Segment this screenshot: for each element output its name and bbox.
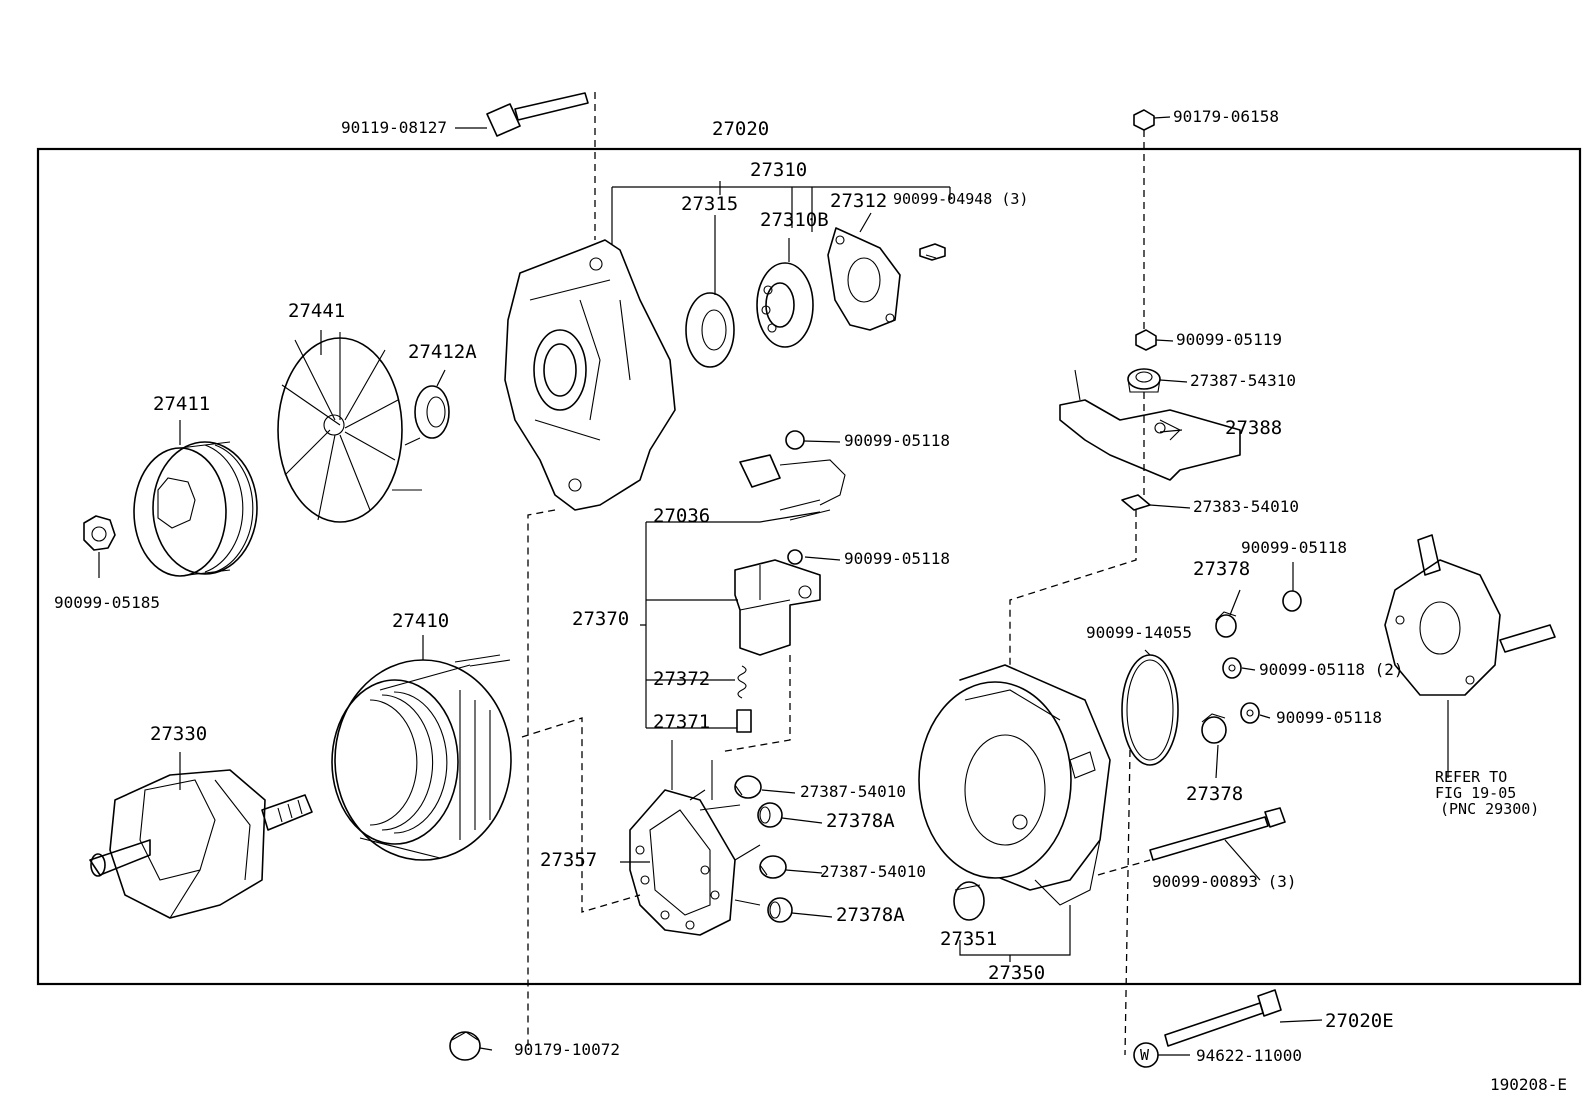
label-90099-05119: 90099-05119	[1176, 330, 1282, 349]
label-90179-10072: 90179-10072	[514, 1040, 620, 1059]
figure-code: 190208-E	[1490, 1075, 1567, 1094]
label-90099-04948: 90099-04948 (3)	[893, 190, 1028, 208]
pulley-nut-part	[83, 515, 116, 551]
label-27383-54010: 27383-54010	[1193, 497, 1299, 516]
vacuum-pump-part	[1384, 534, 1556, 696]
label-27351: 27351	[940, 928, 997, 950]
regulator-harness-part	[739, 430, 846, 521]
label-27036: 27036	[653, 505, 710, 527]
guide-line-regulator	[719, 655, 791, 753]
o-ring-part	[1121, 654, 1179, 766]
label-90099-05118-d: 90099-05118 (2)	[1259, 660, 1404, 679]
nut-05118-part-b	[1222, 657, 1242, 679]
cover-bushing-part	[1127, 368, 1161, 393]
top-nut-part	[1133, 109, 1155, 131]
label-27315: 27315	[681, 193, 738, 215]
label-27357: 27357	[540, 849, 597, 871]
label-90099-05185: 90099-05185	[54, 593, 160, 612]
label-27310B: 27310B	[760, 209, 829, 231]
label-90179-06158: 90179-06158	[1173, 107, 1279, 126]
assembly-frame	[36, 147, 1582, 986]
guide-line-stator	[521, 717, 641, 913]
bottom-nut-part	[449, 1031, 481, 1061]
top-bolt-part	[486, 92, 589, 137]
label-90099-05118-a: 90099-05118	[844, 431, 950, 450]
drive-end-frame-part	[504, 239, 676, 511]
label-90119-08127: 90119-08127	[341, 118, 447, 137]
end-frame-bushing-part	[953, 881, 985, 921]
label-27020E: 27020E	[1325, 1010, 1394, 1032]
retainer-plate-part	[827, 227, 901, 331]
leader-lines	[98, 116, 1449, 1056]
brush-holder-part	[734, 549, 821, 656]
terminal-insulator-part-a	[734, 775, 762, 799]
label-27410: 27410	[392, 610, 449, 632]
label-27388: 27388	[1225, 417, 1282, 439]
label-27371: 27371	[653, 711, 710, 733]
brush-spring-part	[737, 665, 747, 699]
brush-part	[736, 709, 752, 733]
part-labels: 90119-08127 27020 90179-06158 27310 2731…	[54, 107, 1567, 1094]
label-27441: 27441	[288, 300, 345, 322]
retainer-screw-part	[919, 243, 946, 261]
label-90099-05118-e: 90099-05118	[1276, 708, 1382, 727]
guide-line-top-nut	[1009, 130, 1145, 665]
nut-05118-part-c	[1240, 702, 1260, 724]
label-27411: 27411	[153, 393, 210, 415]
label-90099-00893: 90099-00893 (3)	[1152, 872, 1297, 891]
cover-insulator-part	[1121, 494, 1151, 511]
label-27387-54310: 27387-54310	[1190, 371, 1296, 390]
refer-note-line-3: (PNC 29300)	[1440, 800, 1539, 818]
bottom-bolt-part	[1164, 989, 1282, 1047]
label-90099-05118-b: 90099-05118	[844, 549, 950, 568]
label-27412A: 27412A	[408, 341, 477, 363]
insulator-27378-part-b	[1201, 713, 1227, 744]
terminal-bushing-part-b	[767, 897, 793, 923]
label-27387-54010-b: 27387-54010	[820, 862, 926, 881]
guide-line-left	[527, 509, 556, 1046]
label-27378-b: 27378	[1186, 783, 1243, 805]
label-27378A-b: 27378A	[836, 904, 905, 926]
label-27350: 27350	[988, 962, 1045, 984]
label-27378-a: 27378	[1193, 558, 1250, 580]
cover-nut-part	[1135, 329, 1157, 351]
label-27378A-a: 27378A	[826, 810, 895, 832]
bearing-part	[756, 262, 814, 348]
label-27387-54010-a: 27387-54010	[800, 782, 906, 801]
through-bolt-part	[1149, 807, 1286, 861]
rectifier-end-frame-part	[918, 664, 1111, 906]
label-27310: 27310	[750, 159, 807, 181]
label-90099-05118-c: 90099-05118	[1241, 538, 1347, 557]
stator-part	[331, 654, 512, 861]
guide-line-right	[1097, 749, 1151, 1056]
rotor-part	[89, 769, 313, 919]
terminal-insulator-part-b	[759, 855, 787, 879]
label-27020: 27020	[712, 118, 769, 140]
pulley-part	[133, 441, 258, 577]
insulator-27378-part-a	[1215, 611, 1237, 638]
label-94622-11000: 94622-11000	[1196, 1046, 1302, 1065]
refer-note-line-2: FIG 19-05	[1435, 784, 1516, 802]
label-27312: 27312	[830, 190, 887, 212]
refer-note-line-1: REFER TO	[1435, 768, 1507, 786]
label-27330: 27330	[150, 723, 207, 745]
rectifier-holder-part	[629, 740, 761, 936]
label-90099-14055: 90099-14055	[1086, 623, 1192, 642]
terminal-bushing-part-a	[757, 802, 783, 828]
washer-mark-letter: W	[1140, 1046, 1150, 1064]
nut-05118-part-a	[1282, 590, 1302, 612]
fan-part	[277, 332, 422, 523]
spacer-collar-part	[414, 385, 450, 439]
label-27370: 27370	[572, 608, 629, 630]
oil-seal-part	[685, 292, 735, 368]
label-27372: 27372	[653, 668, 710, 690]
